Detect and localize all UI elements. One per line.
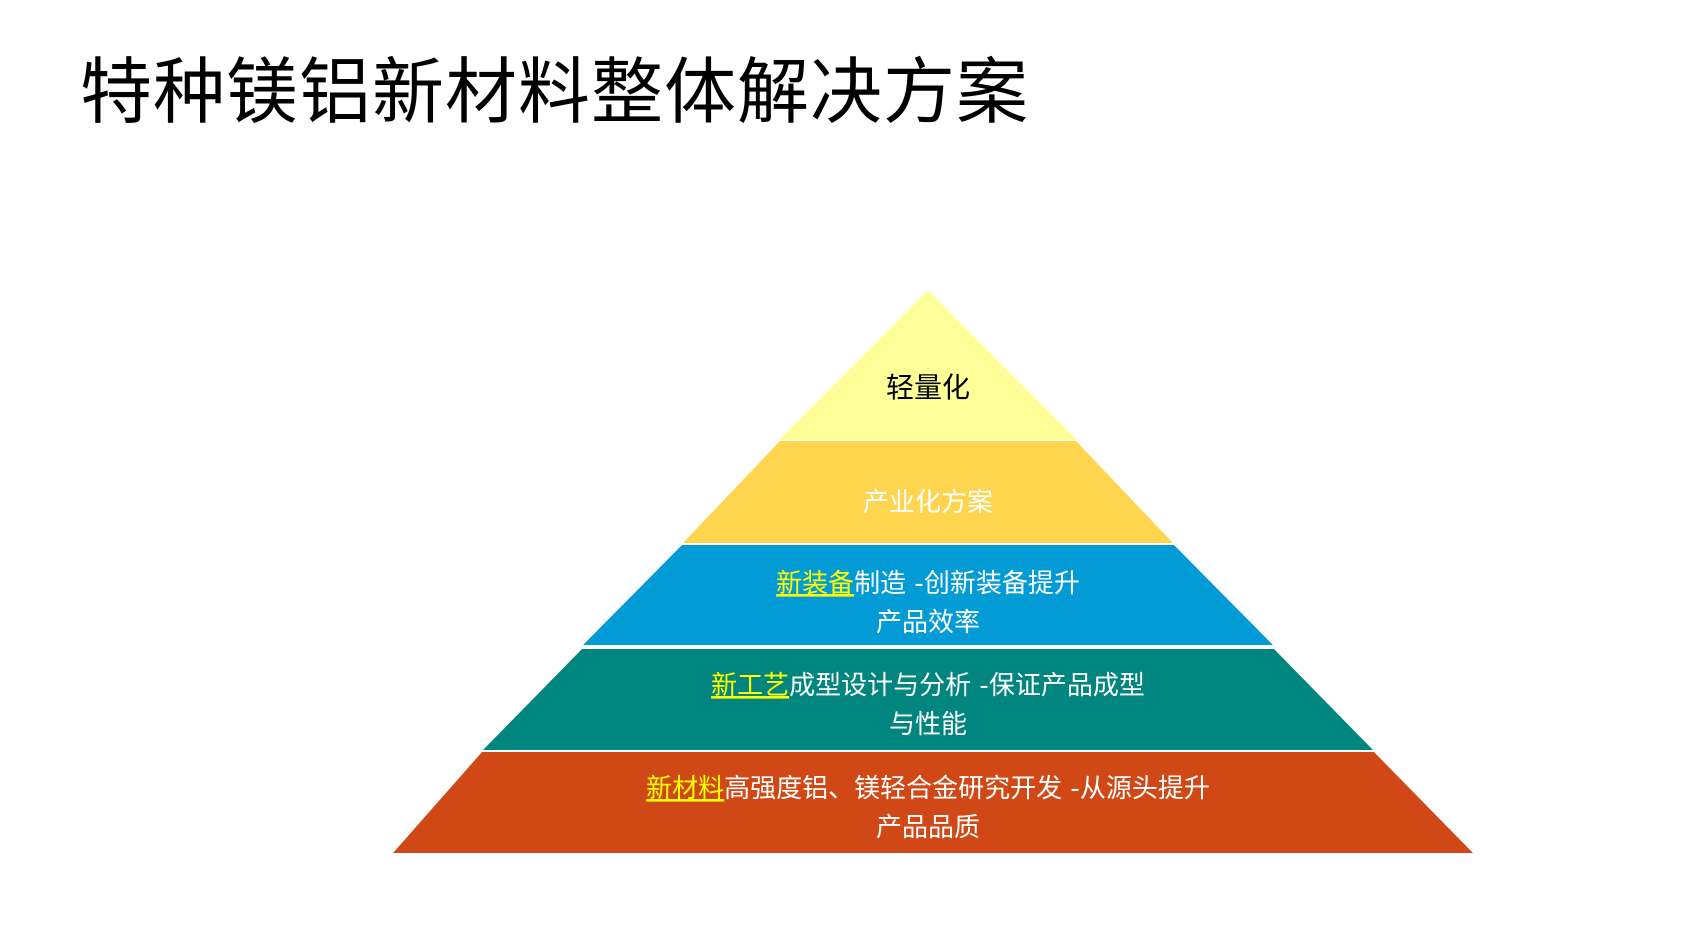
pyramid-tier-1-label: 轻量化 [886, 371, 970, 404]
pyramid-tier-3-shape [583, 545, 1273, 645]
pyramid-tier-4-highlight: 新工艺 [711, 671, 789, 701]
pyramid-tier-1-shape [779, 290, 1077, 440]
pyramid-tier-4-label-line-1: 新工艺成型设计与分析 -保证产品成型 [711, 671, 1145, 701]
slide-title: 特种镁铝新材料整体解决方案 [80, 50, 1030, 134]
pyramid-tier-3-highlight: 新装备 [776, 569, 854, 599]
pyramid-tier-4-shape [483, 649, 1373, 750]
pyramid-tier-5-highlight: 新材料 [646, 774, 724, 804]
pyramid-tier-5-shape [393, 752, 1473, 853]
pyramid-tier-3-label-line-2: 产品效率 [876, 608, 980, 638]
pyramid-tier-5-label-line-2: 产品品质 [876, 813, 980, 843]
pyramid-tier-2-label: 产业化方案 [863, 488, 993, 518]
pyramid-tier-3-label-line-1: 新装备制造 -创新装备提升 [776, 569, 1080, 599]
pyramid-tier-5-label-line-1: 新材料高强度铝、镁轻合金研究开发 -从源头提升 [646, 774, 1210, 804]
pyramid-tier-2-shape [683, 441, 1173, 543]
pyramid-tier-4-label-line-2: 与性能 [889, 710, 967, 740]
